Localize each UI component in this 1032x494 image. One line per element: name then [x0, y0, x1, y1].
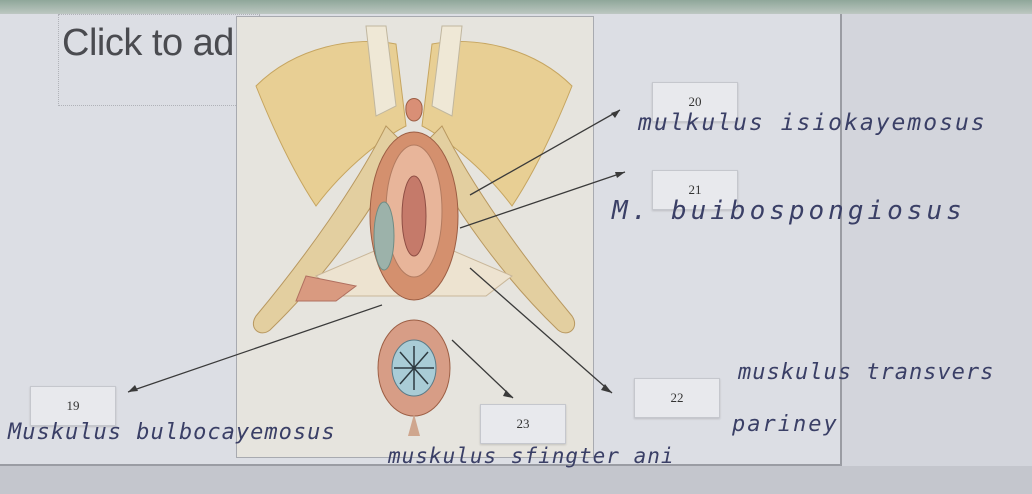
label-number-23: 23 [481, 405, 565, 443]
label-box-23[interactable]: 23 [480, 404, 566, 444]
label-box-22[interactable]: 22 [634, 378, 720, 418]
answer-21: M. buibospongiosus [612, 196, 966, 226]
answer-19: Muskulus bulbocayemosus [8, 420, 336, 445]
answer-23: muskulus sfingter ani [388, 444, 675, 468]
label-number-22: 22 [635, 379, 719, 417]
answer-22-line1: muskulus transvers [738, 360, 994, 385]
answer-20: mulkulus isiokayemosus [638, 110, 987, 136]
answer-22-line2: pariney [732, 412, 839, 437]
